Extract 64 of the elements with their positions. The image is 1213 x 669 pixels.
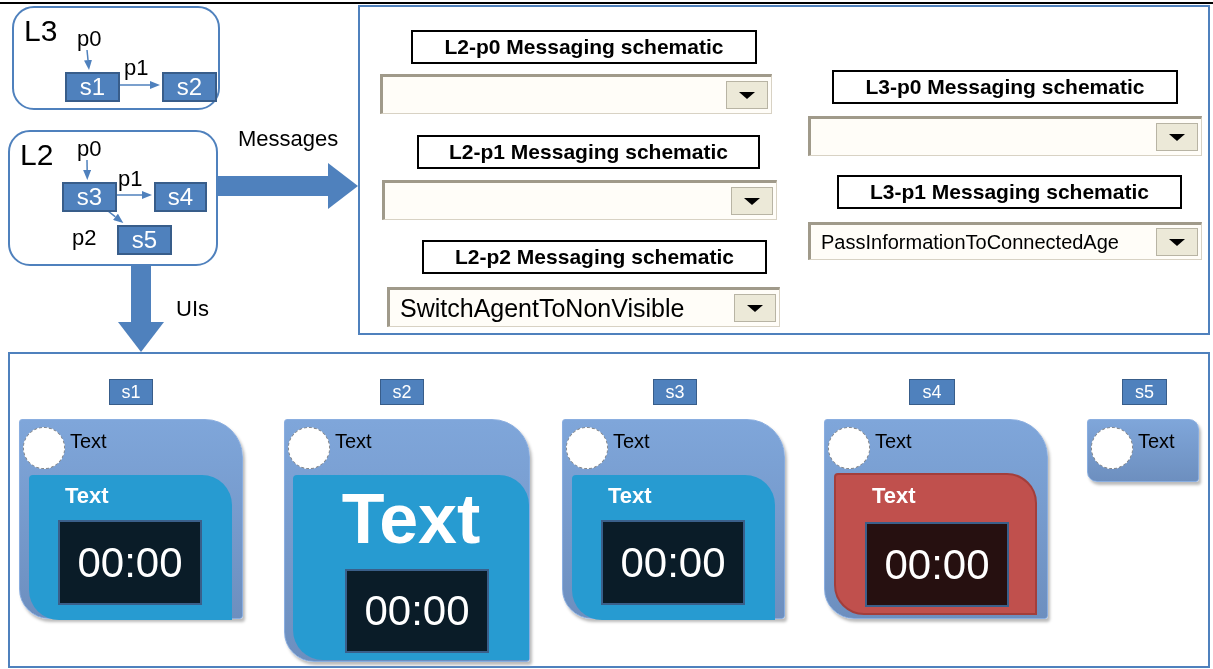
schematic-heading: L2-p1 Messaging schematic: [417, 135, 760, 169]
arrow: [84, 49, 92, 70]
schematic-heading: L3-p0 Messaging schematic: [832, 70, 1178, 104]
panel-heading: Text: [608, 483, 652, 509]
layer-panel: [8, 130, 218, 266]
panel-heading: Text: [872, 483, 916, 509]
state-tag: s4: [909, 379, 955, 405]
ui-card: [19, 419, 243, 619]
edge-label: p0: [77, 26, 102, 52]
state-tag: s3: [653, 379, 697, 405]
block-arrow: [218, 163, 358, 209]
avatar-circle: [828, 427, 870, 469]
panel-heading: Text: [65, 483, 109, 509]
state-box: s1: [65, 72, 120, 102]
panel-heading: Text: [340, 479, 482, 559]
ui-card: [824, 419, 1048, 619]
state-tag: s2: [380, 379, 424, 405]
card-title: Text: [335, 430, 372, 453]
dropdown-field: [808, 116, 1202, 156]
schematic-heading: L2-p2 Messaging schematic: [422, 240, 767, 274]
avatar-circle: [566, 427, 608, 469]
content-panel: [572, 475, 775, 620]
edge-label: UIs: [176, 296, 209, 322]
card-title: Text: [613, 430, 650, 453]
dropdown-field: [382, 180, 777, 220]
schematic-heading: L2-p0 Messaging schematic: [411, 30, 757, 64]
dropdown-field: [380, 74, 772, 114]
state-tag: s1: [109, 379, 153, 405]
state-box: s4: [154, 182, 207, 212]
layer-label: L2: [20, 138, 54, 172]
message-panel: [358, 5, 1210, 335]
layer-label: L3: [24, 14, 58, 48]
edge-label: Messages: [238, 126, 339, 152]
content-panel: [834, 473, 1037, 615]
content-panel: [293, 475, 529, 660]
ui-card: [284, 419, 530, 662]
dropdown-field: SwitchAgentToNonVisible: [387, 287, 780, 327]
edge-label: p1: [118, 166, 143, 192]
state-box: s3: [62, 182, 117, 212]
card-title: Text: [875, 430, 912, 453]
schematic-heading: L3-p1 Messaging schematic: [837, 175, 1182, 209]
edge-label: p2: [72, 225, 97, 251]
timer-display: 00:00: [345, 569, 489, 653]
state-box: s5: [117, 225, 172, 255]
timer-display: 00:00: [58, 520, 202, 605]
content-panel: [29, 475, 232, 620]
state-box: s2: [162, 72, 217, 102]
block-arrow: [118, 266, 164, 352]
ui-card: [562, 419, 785, 619]
arrow: [83, 159, 92, 180]
timer-display: 00:00: [865, 522, 1009, 607]
card-title: Text: [70, 430, 107, 453]
card-title: Text: [1138, 430, 1175, 453]
ui-panel: [8, 352, 1210, 668]
timer-display: 00:00: [601, 520, 745, 605]
avatar-circle: [23, 427, 65, 469]
edge-label: p1: [124, 55, 149, 81]
edge-label: p0: [77, 136, 102, 162]
layer-panel: [12, 6, 220, 110]
state-tag: s5: [1122, 379, 1167, 405]
ui-card: [1087, 419, 1199, 482]
avatar-circle: [1091, 427, 1133, 469]
avatar-circle: [288, 427, 330, 469]
dropdown-field: PassInformationToConnectedAge: [808, 222, 1202, 260]
